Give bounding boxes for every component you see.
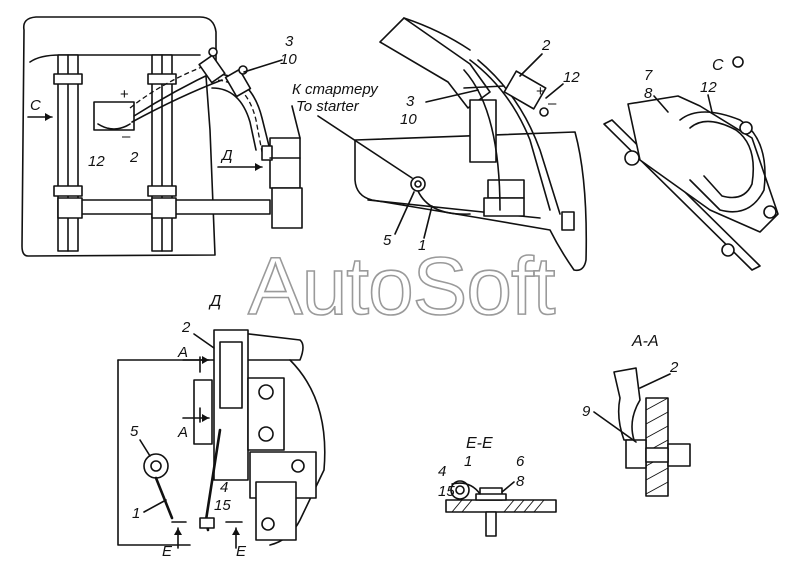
- view-c-title: C: [712, 57, 724, 74]
- label-ee-8: 8: [516, 473, 525, 490]
- watermark: AutoSoft: [248, 241, 556, 332]
- label-d-e-left: E: [162, 543, 173, 560]
- label-10: 10: [280, 51, 297, 68]
- label-d-15: 15: [214, 497, 231, 514]
- label-side-plus: +: [536, 83, 545, 100]
- label-plus: +: [120, 86, 129, 103]
- clamp-3: [198, 54, 226, 84]
- connector-lower: [271, 187, 303, 229]
- sensor-side-12: [503, 70, 547, 110]
- view-c: C 7 8 12: [603, 56, 779, 271]
- connector-box: [269, 137, 301, 189]
- cable-d-1: [154, 476, 174, 520]
- label-c-8: 8: [644, 85, 653, 102]
- view-ee: E-E 1 4 15 6 8: [438, 435, 557, 537]
- leader-to-side: [317, 115, 413, 179]
- conduit-inner: [211, 87, 257, 151]
- clip-side: [561, 211, 575, 231]
- clamp-10: [224, 68, 252, 98]
- view-aa: A-A 2 9: [582, 333, 691, 497]
- buckle-4: [147, 185, 177, 197]
- view-d: Д: [117, 293, 326, 560]
- wire-side-1: [417, 190, 471, 215]
- aa-wall: [645, 397, 669, 497]
- label-c: C: [30, 97, 41, 114]
- label-ee-4: 4: [438, 463, 446, 480]
- view-d-title: Д: [208, 293, 221, 310]
- clamp-right: [151, 197, 177, 219]
- label-ee-6: 6: [516, 453, 525, 470]
- clamp-loop-12: [679, 111, 766, 213]
- label-c-7: 7: [644, 67, 653, 84]
- label-12: 12: [88, 153, 105, 170]
- connector-5: [410, 176, 426, 192]
- label-side-minus: –: [548, 95, 557, 112]
- buckle-3: [53, 185, 83, 197]
- clamp-left: [57, 197, 83, 219]
- label-side-1: 1: [418, 237, 426, 254]
- bracket-c: [627, 95, 779, 233]
- label-side-5: 5: [383, 232, 392, 249]
- aa-bolt-head: [625, 439, 647, 469]
- wire-2: [131, 79, 223, 123]
- view-aa-title: A-A: [631, 333, 659, 350]
- aa-nut: [667, 443, 691, 467]
- wire-dashed-1: [129, 61, 216, 109]
- label-aa-9: 9: [582, 403, 591, 420]
- label-d-a-bottom: A: [177, 424, 188, 441]
- label-2: 2: [129, 149, 139, 166]
- label-ee-15: 15: [438, 483, 455, 500]
- box-bottom: [255, 481, 297, 541]
- ee-clip: [450, 480, 470, 500]
- label-minus: –: [122, 128, 131, 145]
- label-side-12: 12: [563, 69, 580, 86]
- label-starter-en: To starter: [296, 98, 360, 115]
- housing-top-edge: [29, 54, 201, 63]
- leader-starter: [291, 105, 301, 139]
- side-view: 2 12 + – 3 10 5 1: [354, 17, 588, 272]
- connector-d-5: [143, 453, 169, 479]
- buckle-1: [53, 73, 83, 85]
- label-ee-1: 1: [464, 453, 472, 470]
- label-starter-ru: К стартеру: [292, 81, 379, 98]
- label-d-2: 2: [181, 319, 191, 336]
- panel-left-edge: [117, 359, 191, 546]
- label-d: Д: [220, 147, 233, 164]
- housing-outline: [21, 16, 218, 257]
- label-d-5: 5: [130, 423, 139, 440]
- body-panel: [354, 131, 588, 272]
- label-side-2: 2: [541, 37, 551, 54]
- label-d-a-top: A: [177, 344, 188, 361]
- label-c-12: 12: [700, 79, 717, 96]
- ee-bolt: [485, 511, 497, 537]
- label-side-10: 10: [400, 111, 417, 128]
- label-d-4: 4: [220, 479, 228, 496]
- bracket-lower: [487, 179, 525, 199]
- buckle-2: [147, 73, 177, 85]
- label-d-1: 1: [132, 505, 140, 522]
- label-3: 3: [285, 33, 294, 50]
- label-d-e-right: E: [236, 543, 247, 560]
- label-aa-2: 2: [669, 359, 679, 376]
- label-side-3: 3: [406, 93, 415, 110]
- plate-c: [603, 119, 761, 271]
- view-ee-title: E-E: [466, 435, 493, 452]
- main-view: C Д + – 12 2 3 10 К стартеру To starter: [21, 16, 413, 257]
